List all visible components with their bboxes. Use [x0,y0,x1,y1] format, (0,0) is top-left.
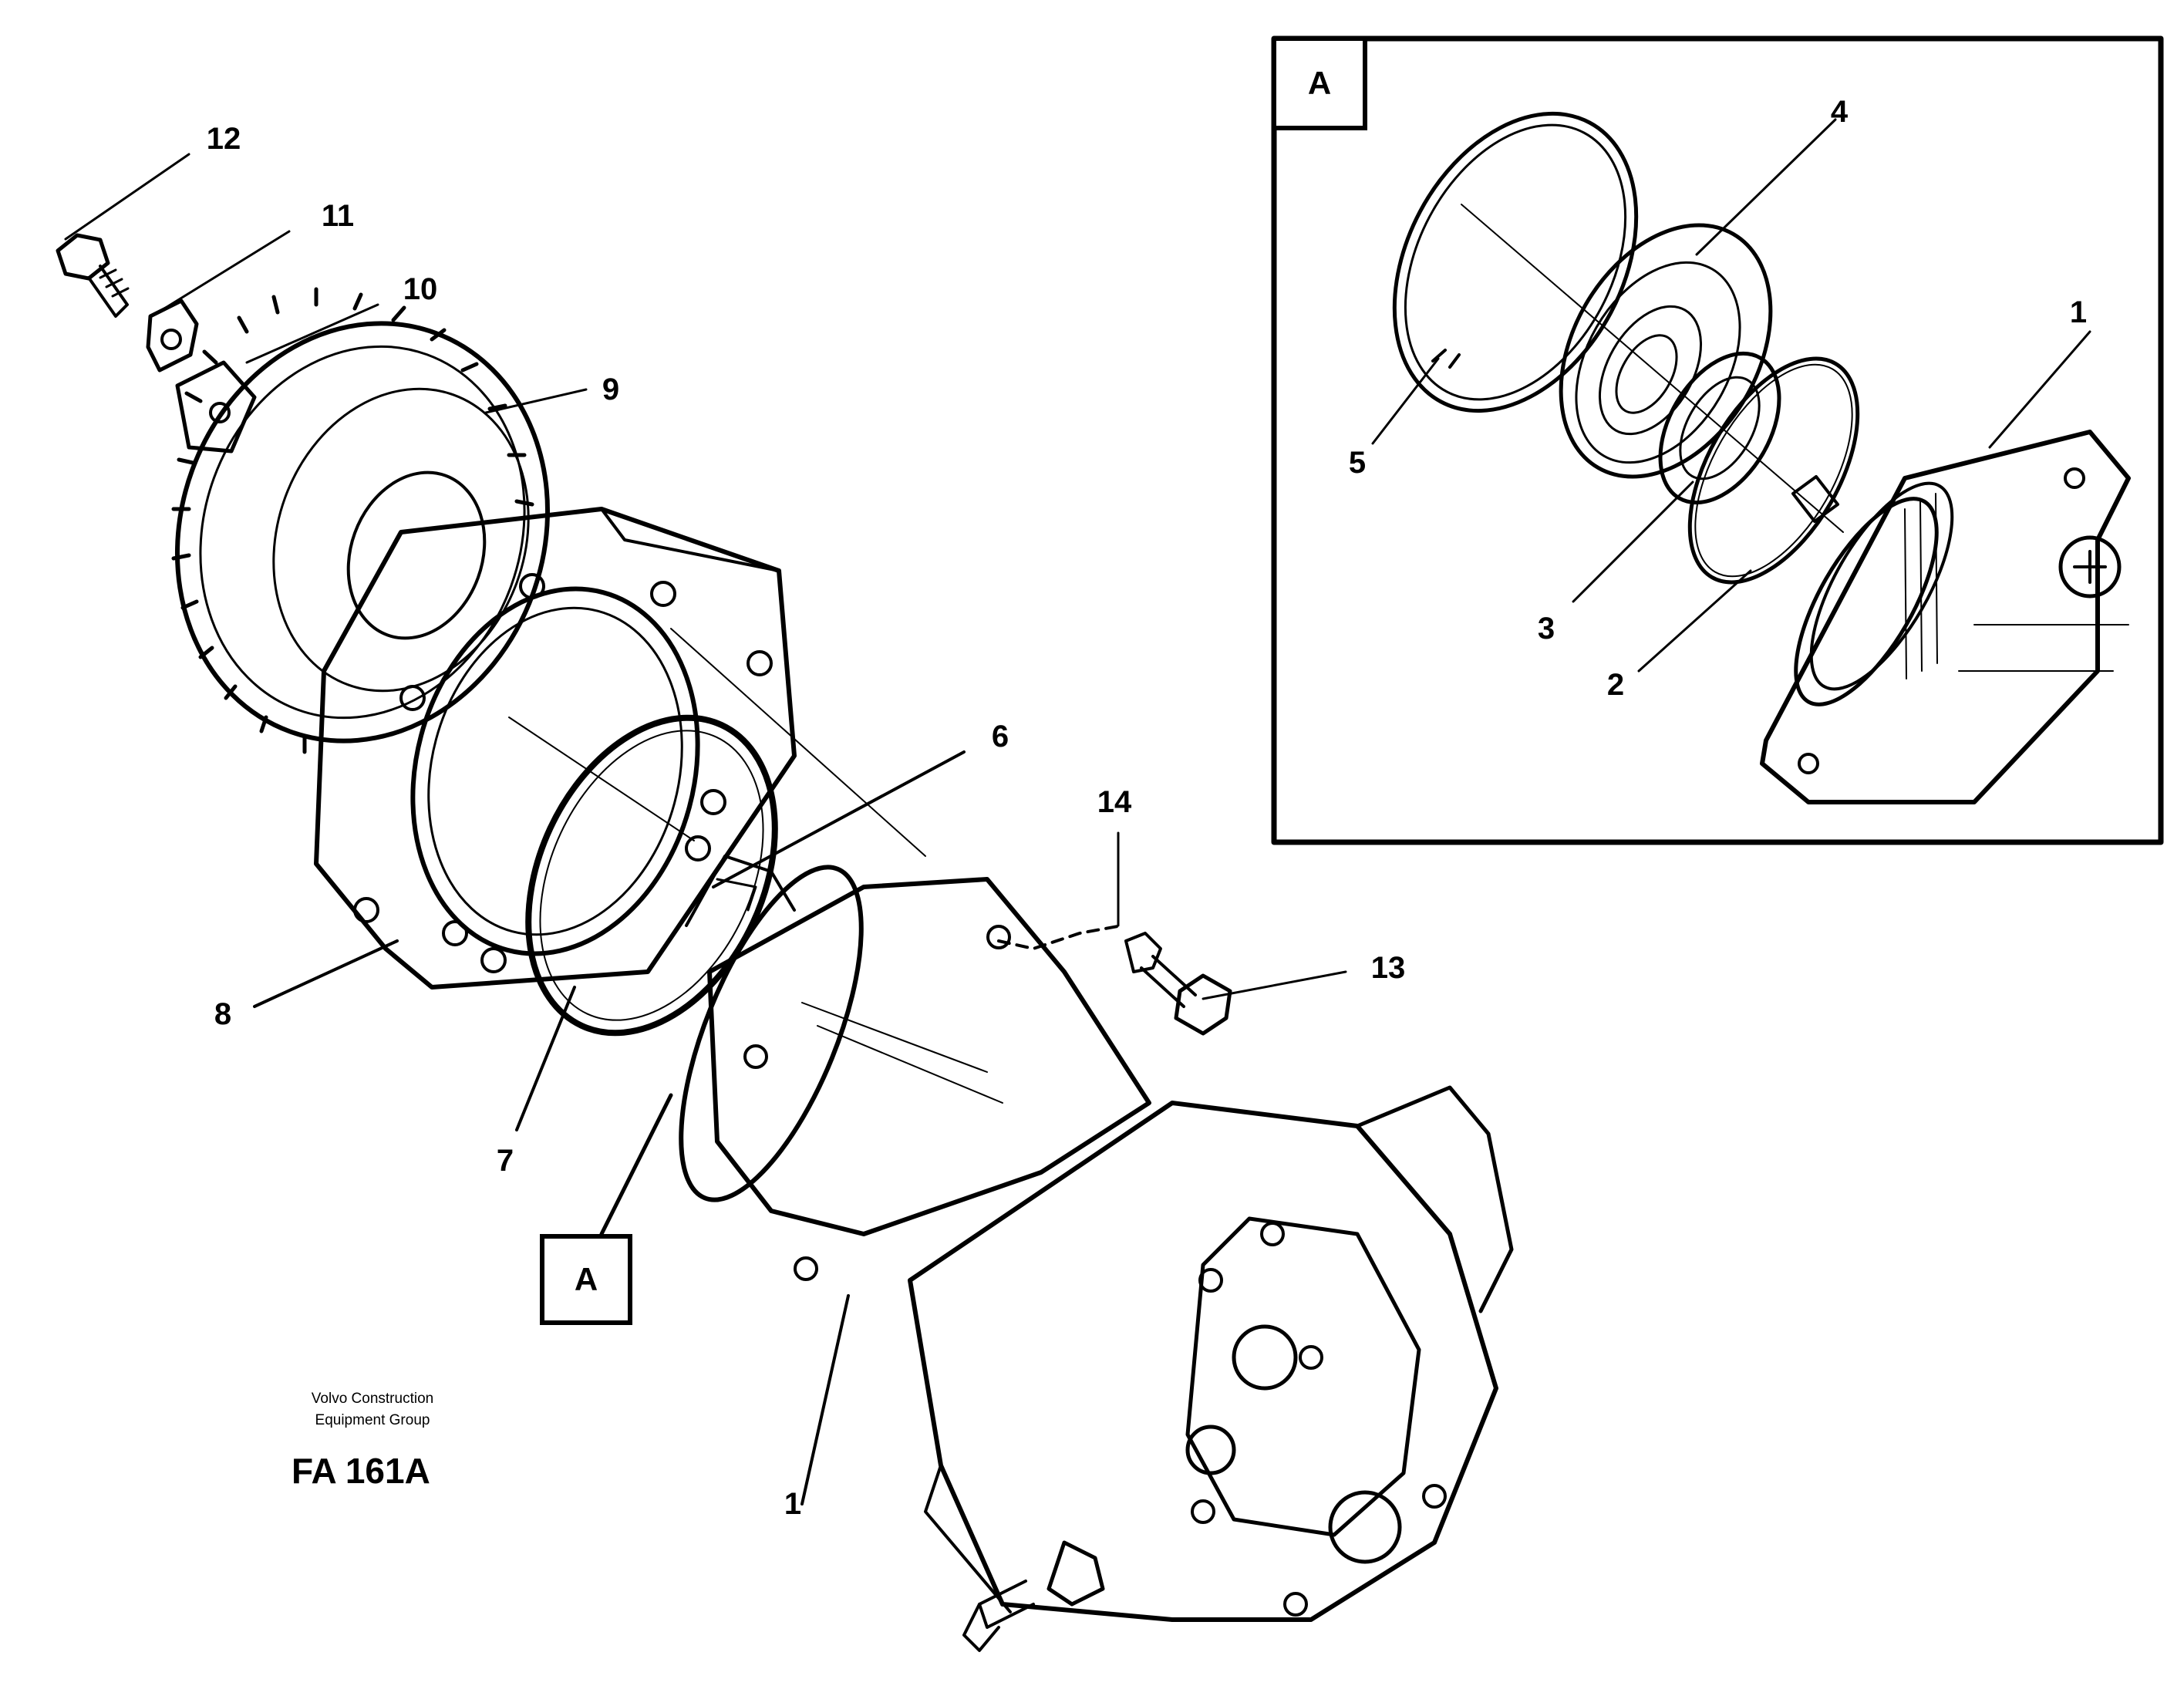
bolt-part-12 [56,233,130,318]
callout-4: 4 [1830,95,1849,129]
callout-12: 12 [206,122,241,156]
maker-name: Volvo Construction Equipment Group [292,1388,453,1431]
leader-line-3 [1572,480,1694,603]
callout-5: 5 [1348,446,1367,480]
leader-line-5 [1371,357,1440,445]
callout-10: 10 [403,272,438,306]
leader-line-11 [157,230,291,314]
gear-part-9 [171,287,551,754]
washer-part-10 [175,360,257,454]
leader-line-4 [1695,118,1837,256]
o-ring-part-2 [1687,356,1860,585]
callout-6: 6 [991,720,1009,754]
flange-housing-part-8 [314,507,797,990]
bolt-part-13 [1124,932,1232,1036]
leader-line-13 [1202,970,1347,1000]
view-tag-inset: A [1276,41,1367,130]
leader-line-6 [712,750,966,888]
bolt-hole-dash-line [997,924,1124,950]
leader-line-12 [64,153,190,241]
leader-line-9 [484,388,588,414]
o-ring-part-7 [525,714,778,1037]
circlip-part-5 [1392,111,1639,413]
callout-9: 9 [602,373,620,406]
motor-end-part-1-inset [1760,430,2131,804]
leader-line-a [599,1093,673,1236]
maker-line-2: Equipment Group [315,1411,430,1428]
callout-8: 8 [214,997,232,1031]
callout-3: 3 [1537,612,1555,646]
inset-centre-line [1461,204,1844,533]
figure-code: FA 161A [292,1451,430,1491]
hydraulic-motor-part-1 [679,855,1514,1652]
leader-line-7 [515,986,576,1131]
callout-2: 2 [1606,668,1625,702]
washer-part-3 [1658,351,1781,505]
leader-line-2 [1637,569,1752,673]
leader-line-8 [253,939,399,1008]
callout-1-inset: 1 [2069,295,2088,329]
callout-14: 14 [1097,785,1132,819]
callout-7: 7 [496,1144,514,1178]
main-centre-line [508,628,926,857]
inset-frame [1271,35,2164,845]
leader-line-1-main [800,1294,850,1505]
callout-11: 11 [321,199,355,233]
callout-1-main: 1 [784,1487,802,1521]
seal-part-4 [1559,223,1773,479]
lock-plate-part-11 [146,298,199,373]
inset-detail-a [1271,35,2164,845]
view-tag-main: A [540,1234,632,1325]
maker-line-1: Volvo Construction [311,1391,434,1407]
leader-line-1-inset [1988,330,2091,449]
leader-line-10 [245,303,379,364]
callout-13: 13 [1370,951,1406,985]
